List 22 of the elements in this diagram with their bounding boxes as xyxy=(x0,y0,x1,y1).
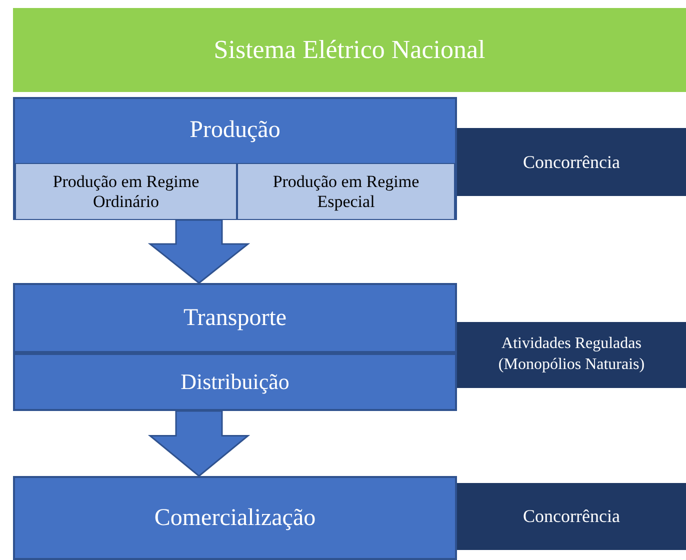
process-box xyxy=(13,283,457,353)
label: Atividades Reguladas (Monopólios Naturais) xyxy=(497,334,646,375)
process-box xyxy=(13,353,457,411)
label: Comercialização xyxy=(154,504,316,532)
label: Produção em Regime Ordinário xyxy=(52,172,200,212)
label: Distribuição xyxy=(180,369,290,395)
category-box xyxy=(457,322,686,388)
sub-process-box xyxy=(15,163,237,220)
label: Sistema Elétrico Nacional xyxy=(214,35,486,65)
label: Produção em Regime Especial xyxy=(272,172,420,212)
category-box xyxy=(457,128,686,196)
label: Concorrência xyxy=(523,152,620,172)
block-arrow xyxy=(148,410,250,477)
category-box xyxy=(457,483,686,550)
sub-process-box xyxy=(237,163,455,220)
process-box xyxy=(13,476,457,560)
process-box xyxy=(13,97,457,220)
title-band xyxy=(13,8,686,92)
heading: Produção xyxy=(190,117,280,144)
label: Transporte xyxy=(183,304,287,332)
label: Concorrência xyxy=(523,506,620,527)
block-arrow xyxy=(148,219,250,284)
